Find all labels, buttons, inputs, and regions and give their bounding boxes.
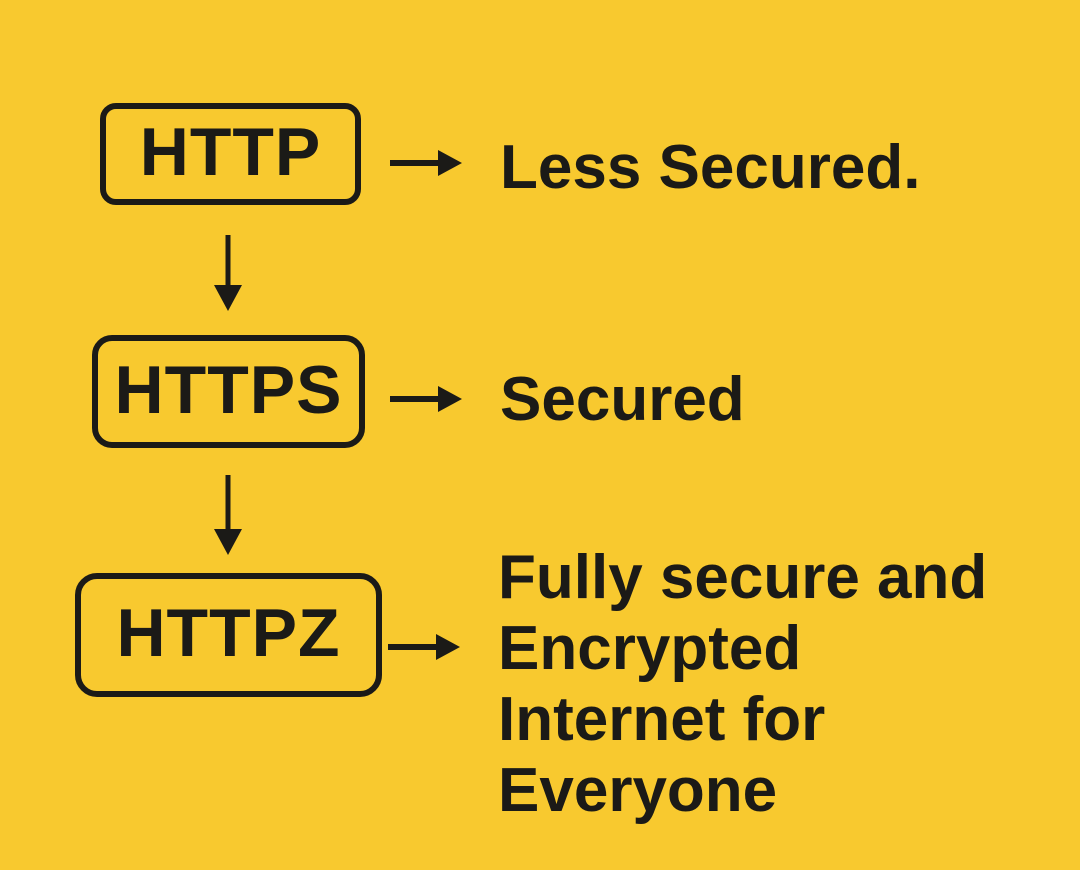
https-box: HTTPS (92, 335, 365, 448)
arrow-right-icon (390, 386, 462, 412)
httpz-box: HTTPZ (75, 573, 382, 697)
arrow-down-icon (214, 235, 242, 311)
arrow-right-icon (388, 634, 460, 660)
httpz-description: Fully secure and Encrypted Internet for … (498, 543, 988, 825)
https-box-label: HTTPS (114, 351, 343, 428)
httpz-box-label: HTTPZ (116, 595, 341, 671)
http-description: Less Secured. (500, 133, 921, 202)
http-box-label: HTTP (139, 114, 322, 190)
https-description: Secured (500, 365, 745, 434)
http-box: HTTP (100, 103, 361, 205)
arrow-right-icon (390, 150, 462, 176)
arrow-down-icon (214, 475, 242, 555)
